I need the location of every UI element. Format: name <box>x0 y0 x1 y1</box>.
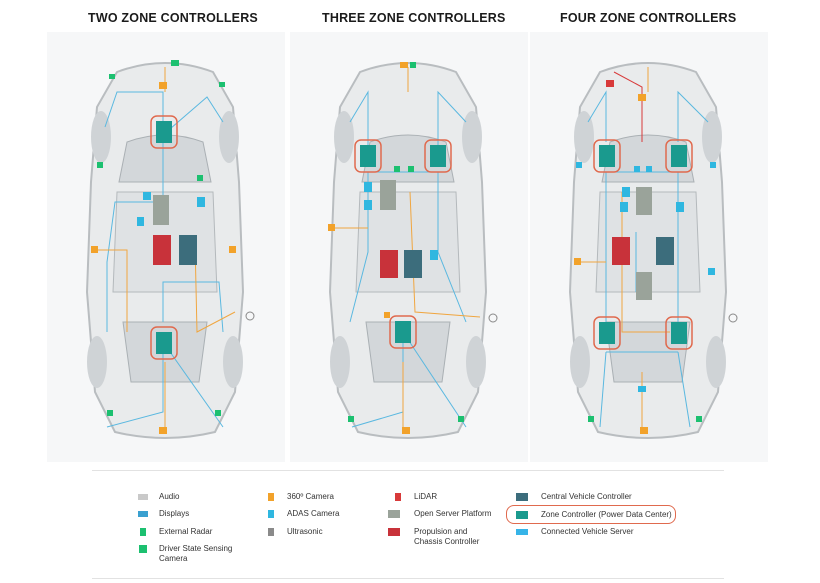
sensors <box>91 60 255 434</box>
legend-label: Ultrasonic <box>287 527 323 536</box>
legend-label: ADAS Camera <box>287 509 340 518</box>
zone-controller-front-right <box>665 139 693 173</box>
controller-icon <box>388 528 400 536</box>
lidar-icon <box>395 493 401 501</box>
controller-icon <box>516 511 528 519</box>
legend-item-central-vehicle-controller: Central Vehicle Controller <box>513 492 632 502</box>
open-server-platform <box>380 180 396 210</box>
car-body <box>568 62 728 439</box>
legend-item-zone-controller: Zone Controller (Power Data Center) <box>513 510 672 520</box>
zone-controller-rear <box>150 326 178 360</box>
legend-divider-top <box>92 470 724 471</box>
propulsion-controller <box>612 237 630 265</box>
open-server-platform <box>636 187 652 215</box>
central-vehicle-controller <box>179 235 197 265</box>
zone-controller-front-left <box>593 139 621 173</box>
legend-label: Zone Controller (Power Data Center) <box>541 510 672 519</box>
camera-icon <box>268 510 274 518</box>
legend-item-360-camera: 360º Camera <box>265 492 334 502</box>
wiring <box>578 67 709 430</box>
zone-controller-front <box>150 115 178 149</box>
legend-label: Central Vehicle Controller <box>541 492 632 501</box>
ultrasonic-icon <box>268 528 274 536</box>
server-icon <box>516 529 528 535</box>
open-server-platform <box>153 195 169 225</box>
zone-controller-rear <box>389 315 417 349</box>
legend-label: Displays <box>159 509 190 518</box>
radar-icon <box>140 528 146 536</box>
legend-item-driver-state-camera: Driver State Sensing Camera <box>137 544 239 563</box>
title-four-zone: FOUR ZONE CONTROLLERS <box>560 11 737 25</box>
zone-controller-rear-right <box>665 316 693 350</box>
legend-divider-bottom <box>92 578 724 579</box>
legend-label: Propulsion and Chassis Controller <box>414 527 480 546</box>
diagram-three-zone <box>290 32 528 462</box>
camera-icon <box>139 545 147 553</box>
title-three-zone: THREE ZONE CONTROLLERS <box>322 11 506 25</box>
sensors <box>574 80 738 434</box>
legend-item-ultrasonic: Ultrasonic <box>265 527 323 537</box>
title-two-zone: TWO ZONE CONTROLLERS <box>88 11 258 25</box>
diagram-four-zone <box>530 32 768 462</box>
zone-controller-front-right <box>424 139 452 173</box>
diagram-two-zone <box>47 32 285 462</box>
zone-controller-rear-left <box>593 316 621 350</box>
legend-item-audio: Audio <box>137 492 179 502</box>
central-vehicle-controller <box>404 250 422 278</box>
propulsion-controller <box>153 235 171 265</box>
legend-label: Audio <box>159 492 180 501</box>
legend-label: Driver State Sensing Camera <box>159 544 233 563</box>
controller-icon <box>516 493 528 501</box>
camera-icon <box>268 493 274 501</box>
wiring <box>95 67 236 430</box>
speaker-icon <box>138 494 148 500</box>
legend-label: Open Server Platform <box>414 509 492 518</box>
propulsion-controller <box>380 250 398 278</box>
legend-item-adas-camera: ADAS Camera <box>265 509 339 519</box>
legend-label: External Radar <box>159 527 213 536</box>
central-vehicle-controller <box>656 237 674 265</box>
legend-item-propulsion-controller: Propulsion and Chassis Controller <box>384 527 494 546</box>
legend-item-connected-vehicle-server: Connected Vehicle Server <box>513 527 634 537</box>
open-server-platform-2 <box>636 272 652 300</box>
zone-controller-front-left <box>354 139 382 173</box>
legend-label: Connected Vehicle Server <box>541 527 634 536</box>
sensors <box>328 62 498 434</box>
legend-item-external-radar: External Radar <box>137 527 212 537</box>
legend-item-lidar: LiDAR <box>392 492 437 502</box>
display-icon <box>138 511 148 517</box>
zone-controller-highlight <box>506 505 676 524</box>
legend-item-displays: Displays <box>137 509 189 519</box>
legend-label: LiDAR <box>414 492 438 501</box>
server-icon <box>388 510 400 518</box>
legend-label: 360º Camera <box>287 492 334 501</box>
legend: Audio Displays External Radar Driver Sta… <box>0 470 820 583</box>
legend-item-open-server-platform: Open Server Platform <box>384 509 491 519</box>
